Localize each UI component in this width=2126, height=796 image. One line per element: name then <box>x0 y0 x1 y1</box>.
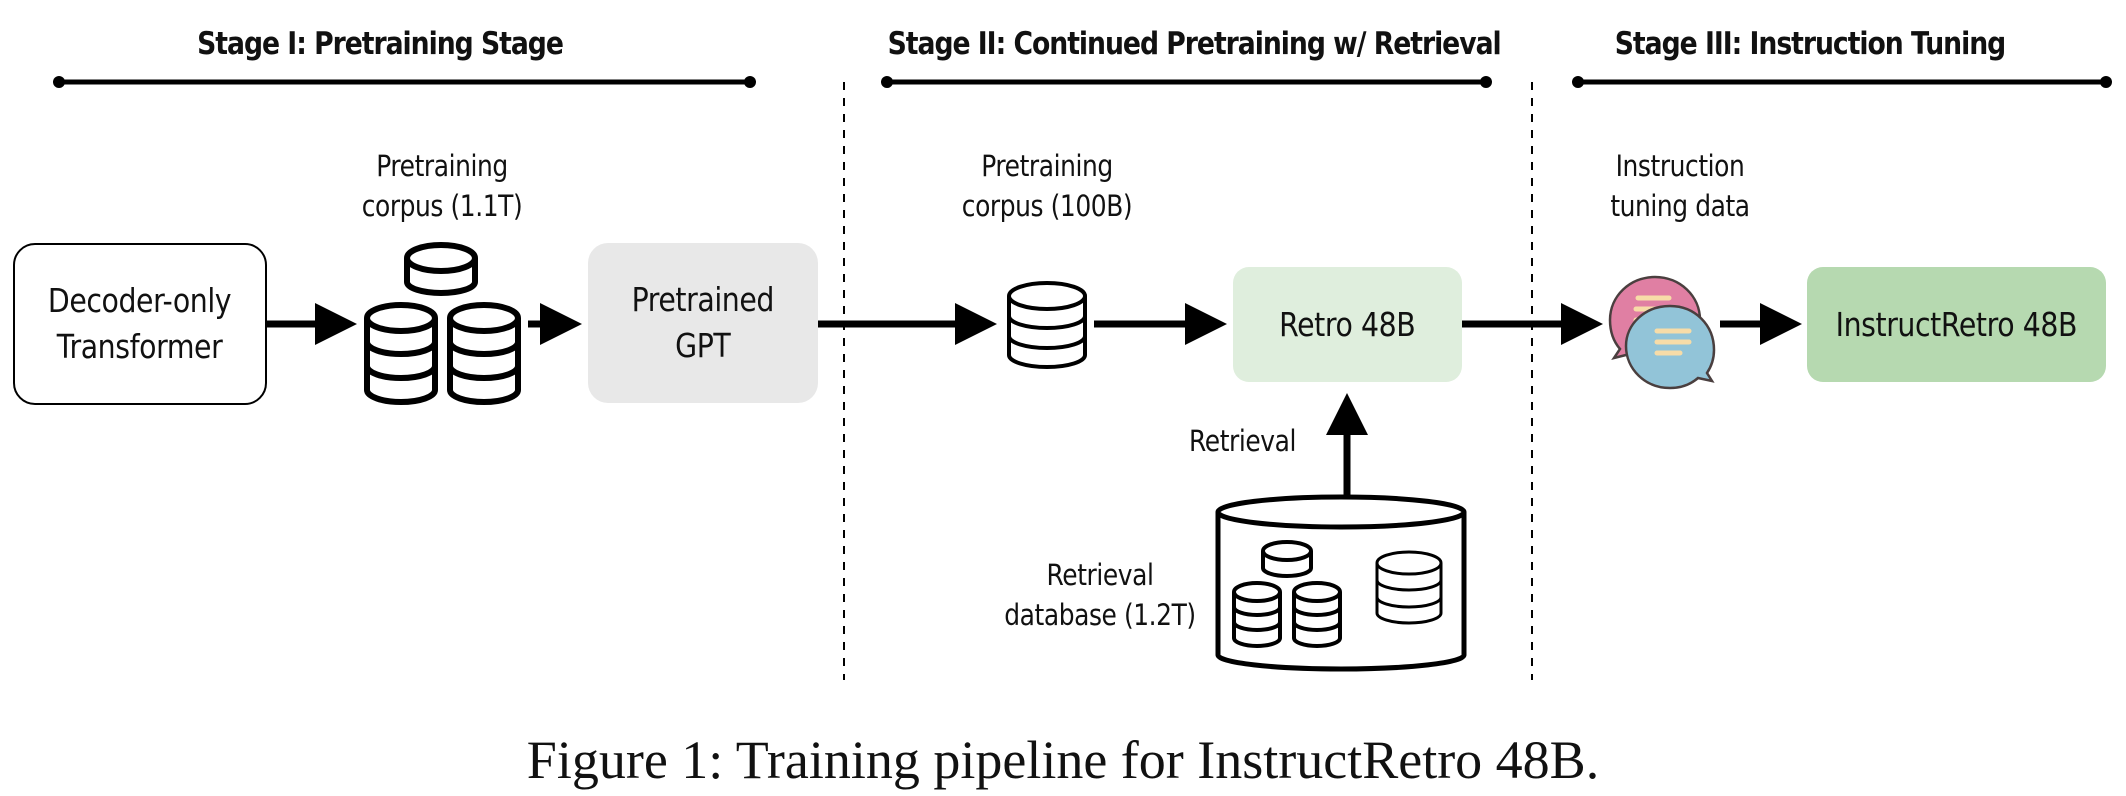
stage-1-bar <box>53 76 756 88</box>
stage-3-title: Stage III: Instruction Tuning <box>1614 26 2007 62</box>
stage-2-title: Stage II: Continued Pretraining w/ Retri… <box>887 26 1502 62</box>
instructretro-48b-node: InstructRetro 48B <box>1807 267 2106 382</box>
retrieval-edge-label: Retrieval <box>1189 424 1296 458</box>
decoder-node-line1: Decoder-only <box>48 281 232 320</box>
retro-node-label: Retro 48B <box>1279 304 1416 344</box>
stage-3-bar <box>1572 76 2112 88</box>
instruction-data-label: Instruction tuning data <box>1577 146 1783 226</box>
database-icon <box>404 242 478 296</box>
instructretro-node-label: InstructRetro 48B <box>1835 304 2078 344</box>
corpus-2-label-line2: corpus (100B) <box>961 189 1133 223</box>
decoder-node-line2: Transformer <box>57 327 223 366</box>
database-icon <box>364 302 438 405</box>
corpus-1-label: Pretraining corpus (1.1T) <box>339 146 545 226</box>
database-icon <box>447 302 521 405</box>
retro-48b-node: Retro 48B <box>1233 267 1462 382</box>
instruction-data-label-line2: tuning data <box>1610 189 1750 223</box>
pretrained-gpt-line1: Pretrained <box>631 280 775 319</box>
database-icon <box>1375 550 1443 625</box>
database-icon <box>1292 581 1342 648</box>
retrieval-db-label: Retrieval database (1.2T) <box>997 555 1203 635</box>
database-icon <box>1232 581 1282 648</box>
figure-caption: Figure 1: Training pipeline for Instruct… <box>526 730 1600 790</box>
decoder-only-transformer-node: Decoder-only Transformer <box>13 243 267 405</box>
database-icon <box>1007 281 1087 369</box>
corpus-1-label-line2: corpus (1.1T) <box>361 189 523 223</box>
stage-1-title: Stage I: Pretraining Stage <box>197 26 564 62</box>
database-icon <box>1261 540 1313 578</box>
instruction-data-label-line1: Instruction <box>1615 149 1745 183</box>
chat-bubbles-icon <box>1608 275 1716 390</box>
retrieval-database-icon <box>1215 494 1467 672</box>
retrieval-db-label-line1: Retrieval <box>1046 558 1154 592</box>
pretrained-gpt-line2: GPT <box>675 326 731 365</box>
corpus-2-label-line1: Pretraining <box>981 149 1113 183</box>
retrieval-db-label-line2: database (1.2T) <box>1004 598 1196 632</box>
pretrained-gpt-node: Pretrained GPT <box>588 243 818 403</box>
corpus-2-label: Pretraining corpus (100B) <box>944 146 1150 226</box>
corpus-1-label-line1: Pretraining <box>376 149 508 183</box>
stage-2-bar <box>881 76 1492 88</box>
database-stack-icon <box>364 242 521 405</box>
